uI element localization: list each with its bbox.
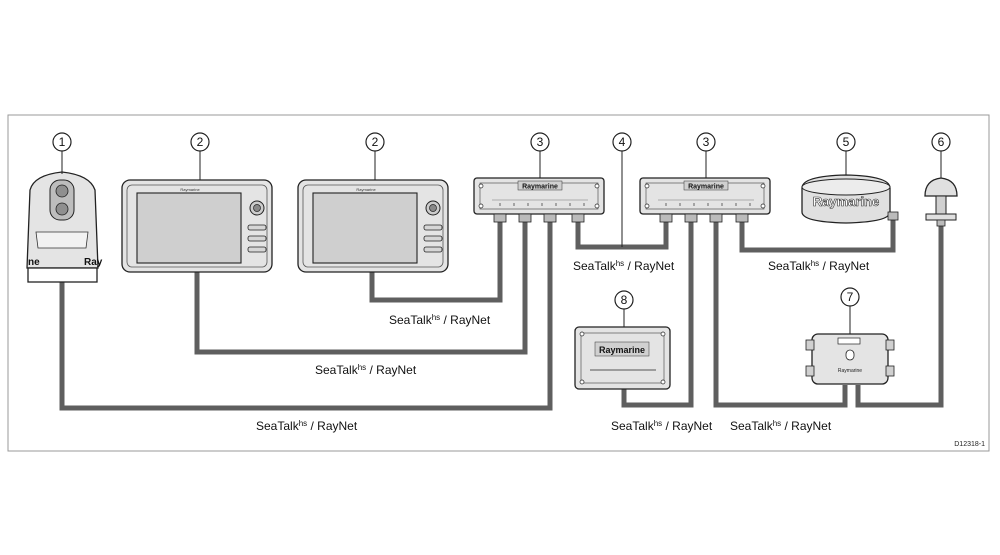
callout-label-6: 6 <box>938 135 945 149</box>
multifunction-display-1: Raymarine <box>121 179 273 273</box>
cable-label-display2: SeaTalkhs / RayNet <box>389 313 491 327</box>
junction-box: Raymarine <box>805 333 895 385</box>
switch-right-brand: Raymarine <box>688 184 724 191</box>
network-switch-right: Raymarine <box>639 177 771 223</box>
callout-label-1: 1 <box>59 135 66 149</box>
callout-label-8: 8 <box>621 293 628 307</box>
cable-label-switch-link: SeaTalkhs / RayNet <box>573 259 675 273</box>
figure-id: D12318-1 <box>954 441 985 448</box>
radar-radome: Raymarine <box>801 174 899 224</box>
cable-switch-to-radome <box>739 218 896 253</box>
camera-brand-left: ne <box>28 257 40 268</box>
callout-circle-7 <box>840 287 860 307</box>
callout-label-3a: 3 <box>537 135 544 149</box>
cable-label-junction: SeaTalkhs / RayNet <box>730 419 832 433</box>
cable-switch-to-junction <box>713 222 848 408</box>
callout-label-7: 7 <box>847 290 854 304</box>
callout-label-2a: 2 <box>197 135 204 149</box>
callout-circle-3a <box>530 132 550 152</box>
gps-antenna <box>924 177 958 227</box>
cable-label-sonar: SeaTalkhs / RayNet <box>611 419 713 433</box>
cable-display2-to-switch <box>369 222 503 303</box>
callout-circle-8 <box>614 290 634 310</box>
camera-brand-right: Ray <box>84 257 103 268</box>
junction-brand: Raymarine <box>838 368 862 374</box>
cable-label-radome: SeaTalkhs / RayNet <box>768 259 870 273</box>
network-switch-left: Raymarine <box>473 177 605 223</box>
cable-labels: SeaTalkhs / RayNet SeaTalkhs / RayNet Se… <box>256 259 870 433</box>
callout-label-3b: 3 <box>703 135 710 149</box>
callout-label-5: 5 <box>843 135 850 149</box>
callout-circle-3b <box>696 132 716 152</box>
cable-sonar-to-switch <box>621 222 694 408</box>
callout-circle-1 <box>52 132 72 152</box>
callout-circle-4 <box>612 132 632 152</box>
callout-label-2b: 2 <box>372 135 379 149</box>
callouts: 1 2 2 3 4 3 5 6 7 8 <box>52 132 951 334</box>
callout-circle-6 <box>931 132 951 152</box>
callout-circle-5 <box>836 132 856 152</box>
callout-circle-2a <box>190 132 210 152</box>
sonar-module: Raymarine <box>574 326 671 390</box>
callout-circle-2b <box>365 132 385 152</box>
thermal-camera: ne Ray <box>26 171 103 283</box>
display-2-brand: Raymarine <box>356 187 376 192</box>
cable-label-camera: SeaTalkhs / RayNet <box>256 419 358 433</box>
cable-label-display1: SeaTalkhs / RayNet <box>315 363 417 377</box>
sonar-brand: Raymarine <box>599 345 645 355</box>
cable-display1-to-switch <box>194 222 528 355</box>
radome-brand: Raymarine <box>813 194 879 209</box>
callout-label-4: 4 <box>619 135 626 149</box>
cable-junction-to-gps <box>855 225 944 408</box>
multifunction-display-2: Raymarine <box>297 179 449 273</box>
display-1-brand: Raymarine <box>180 187 200 192</box>
cable-camera-to-switch <box>59 222 553 411</box>
cables <box>59 218 944 411</box>
switch-left-brand: Raymarine <box>522 184 558 191</box>
